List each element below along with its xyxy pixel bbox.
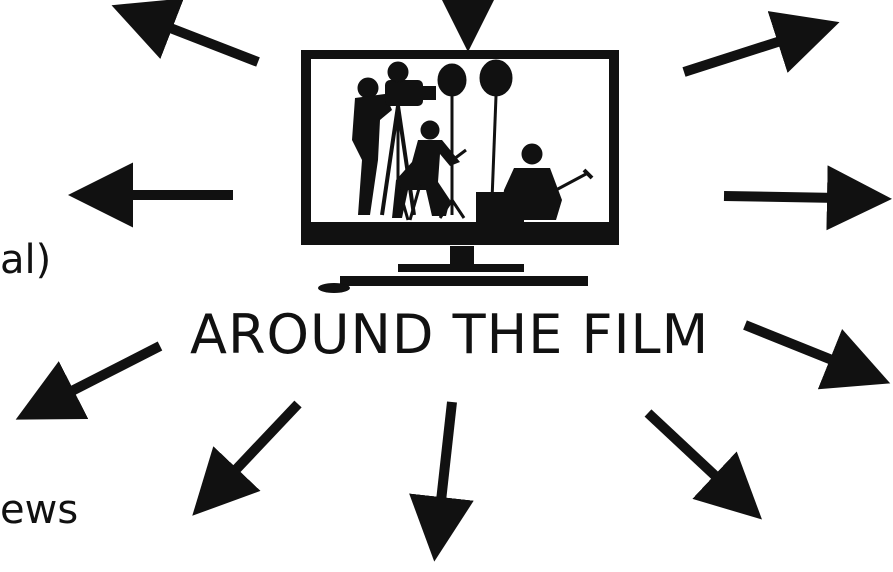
edge-label-left-lower: ews bbox=[0, 490, 78, 530]
arrow-down-left-far bbox=[62, 346, 160, 396]
arrow-down-left bbox=[228, 404, 298, 478]
monitor-base bbox=[398, 264, 524, 272]
monitor-film-crew-icon bbox=[300, 50, 620, 295]
arrow-down-right-far bbox=[745, 325, 842, 364]
mouse bbox=[318, 283, 350, 293]
arrow-down bbox=[440, 402, 452, 510]
center-title: AROUND THE FILM bbox=[190, 308, 709, 362]
monitor-neck bbox=[450, 246, 474, 264]
arrow-right bbox=[724, 196, 840, 198]
arrow-up-right bbox=[684, 38, 790, 72]
edge-label-left-upper: al) bbox=[0, 240, 51, 280]
arrow-down-right bbox=[648, 413, 724, 484]
keyboard bbox=[340, 276, 588, 286]
arrow-up-left bbox=[160, 24, 258, 62]
